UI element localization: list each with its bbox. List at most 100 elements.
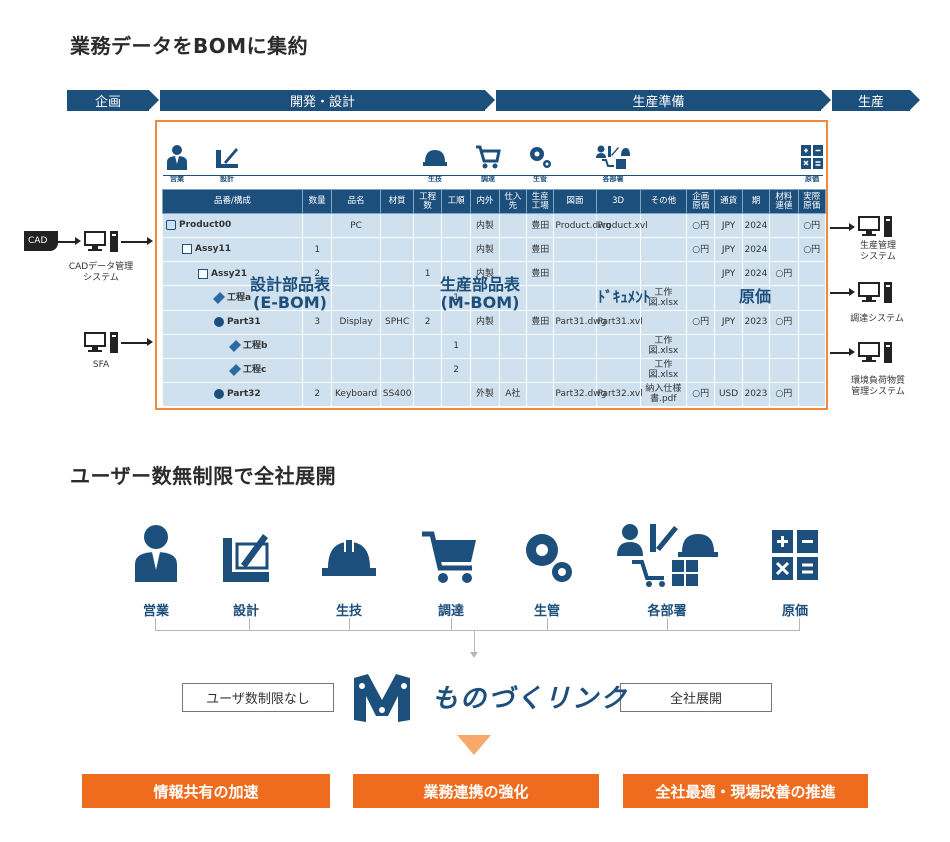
table-cell	[498, 333, 528, 359]
table-cell: 2024	[741, 261, 771, 287]
phase-production-prep: 生産準備	[496, 90, 821, 111]
table-cell: 2	[440, 357, 472, 383]
table-cell	[526, 357, 555, 383]
table-cell: SS400	[379, 381, 415, 408]
col-header: 3D	[595, 189, 641, 214]
col-header: 品名	[331, 189, 381, 214]
cad-system-label: CADデータ管理 システム	[68, 262, 134, 283]
table-cell	[553, 261, 597, 287]
role-flow-line	[163, 175, 823, 176]
tree-item-label: Product00	[179, 220, 232, 231]
table-cell: 納入仕様書.pdf	[639, 381, 688, 408]
table-cell	[769, 212, 799, 239]
table-cell	[526, 285, 555, 311]
part-gear-icon	[214, 389, 224, 400]
table-cell	[413, 381, 442, 408]
table-cell: 2024	[741, 212, 771, 239]
table-cell	[331, 357, 381, 383]
role-departments: 各部署	[612, 520, 722, 619]
table-cell: Part31.xvl	[595, 309, 643, 335]
role-procurement: 調達	[416, 520, 486, 619]
tree-item: 工程a	[162, 285, 303, 311]
table-cell: 豊田	[526, 261, 555, 287]
table-cell	[741, 357, 771, 383]
connector-line	[830, 227, 850, 229]
table-cell	[379, 285, 415, 311]
table-cell: 工作図.xlsx	[639, 285, 688, 311]
table-cell: ○円	[685, 212, 716, 239]
table-cell	[741, 333, 771, 359]
tree-item: 工程c	[162, 357, 303, 383]
cart-icon	[422, 531, 476, 583]
connector-line	[249, 618, 250, 631]
table-cell: 工作図.xlsx	[639, 357, 688, 383]
role-engineering: 生技	[314, 520, 384, 619]
table-cell: 内製	[470, 261, 500, 287]
table-cell	[714, 357, 743, 383]
col-header: 工順	[440, 189, 472, 214]
table-cell	[769, 333, 799, 359]
table-cell: Part32.xvl	[595, 381, 643, 408]
hardhat-icon	[322, 538, 376, 576]
role-sales: 営業	[121, 520, 191, 619]
phase-development: 開発・設計	[160, 90, 485, 111]
table-cell: 2	[301, 261, 333, 287]
table-cell	[595, 357, 641, 383]
hardhat-icon	[423, 150, 447, 166]
table-cell	[769, 285, 799, 311]
table-cell	[470, 333, 500, 359]
table-cell	[639, 309, 688, 335]
table-cell	[498, 212, 528, 239]
sales-person-icon	[167, 145, 187, 170]
table-cell: ○円	[769, 261, 799, 287]
table-cell: ○円	[685, 309, 716, 335]
table-cell	[470, 285, 500, 311]
table-cell	[440, 309, 472, 335]
phase-production: 生産	[832, 90, 910, 111]
table-cell: 内製	[470, 237, 500, 263]
table-cell: Product.xvl	[595, 212, 648, 239]
table-cell: 2023	[741, 381, 771, 408]
phase-arrow	[485, 90, 495, 110]
table-cell: JPY	[714, 309, 743, 335]
col-header: 材質	[379, 189, 415, 214]
table-cell	[331, 261, 381, 287]
col-header: 企画原価	[685, 189, 716, 214]
table-cell	[413, 333, 442, 359]
table-cell	[379, 261, 415, 287]
col-header: 図面	[553, 189, 597, 214]
table-cell	[797, 357, 827, 383]
table-cell: 2023	[741, 309, 771, 335]
col-header: 仕入先	[498, 189, 528, 214]
role-production-control: 生管	[512, 520, 582, 619]
phase-arrow	[149, 90, 159, 110]
table-row: 工程c 2 工作図.xlsx	[162, 357, 827, 383]
role-small-cost: 原価	[798, 144, 826, 184]
arrow-icon	[849, 223, 855, 231]
arrow-icon	[75, 237, 81, 245]
table-cell: 2024	[741, 237, 771, 263]
table-cell	[797, 309, 827, 335]
tree-item-label: 工程c	[243, 365, 267, 376]
overlay-cost: 原価	[738, 287, 771, 306]
role-small-design: 設計	[213, 144, 241, 184]
table-cell: ○円	[685, 381, 716, 408]
procurement-system-label: 調達システム	[850, 314, 904, 324]
table-cell: Keyboard	[331, 381, 381, 408]
table-cell: PC	[331, 212, 381, 239]
table-cell	[714, 285, 743, 311]
table-cell: 豊田	[526, 309, 555, 335]
table-cell: ○円	[685, 237, 716, 263]
col-header: その他	[639, 189, 688, 214]
tree-item-label: Part32	[227, 389, 261, 400]
tag-no-user-limit: ユーザ数制限なし	[182, 683, 334, 712]
table-cell: 豊田	[526, 237, 555, 263]
phase-planning: 企画	[67, 90, 149, 111]
connector-line	[155, 630, 800, 631]
table-cell: 内製	[470, 309, 500, 335]
table-cell	[498, 261, 528, 287]
benefit-info-sharing: 情報共有の加速	[82, 774, 330, 808]
